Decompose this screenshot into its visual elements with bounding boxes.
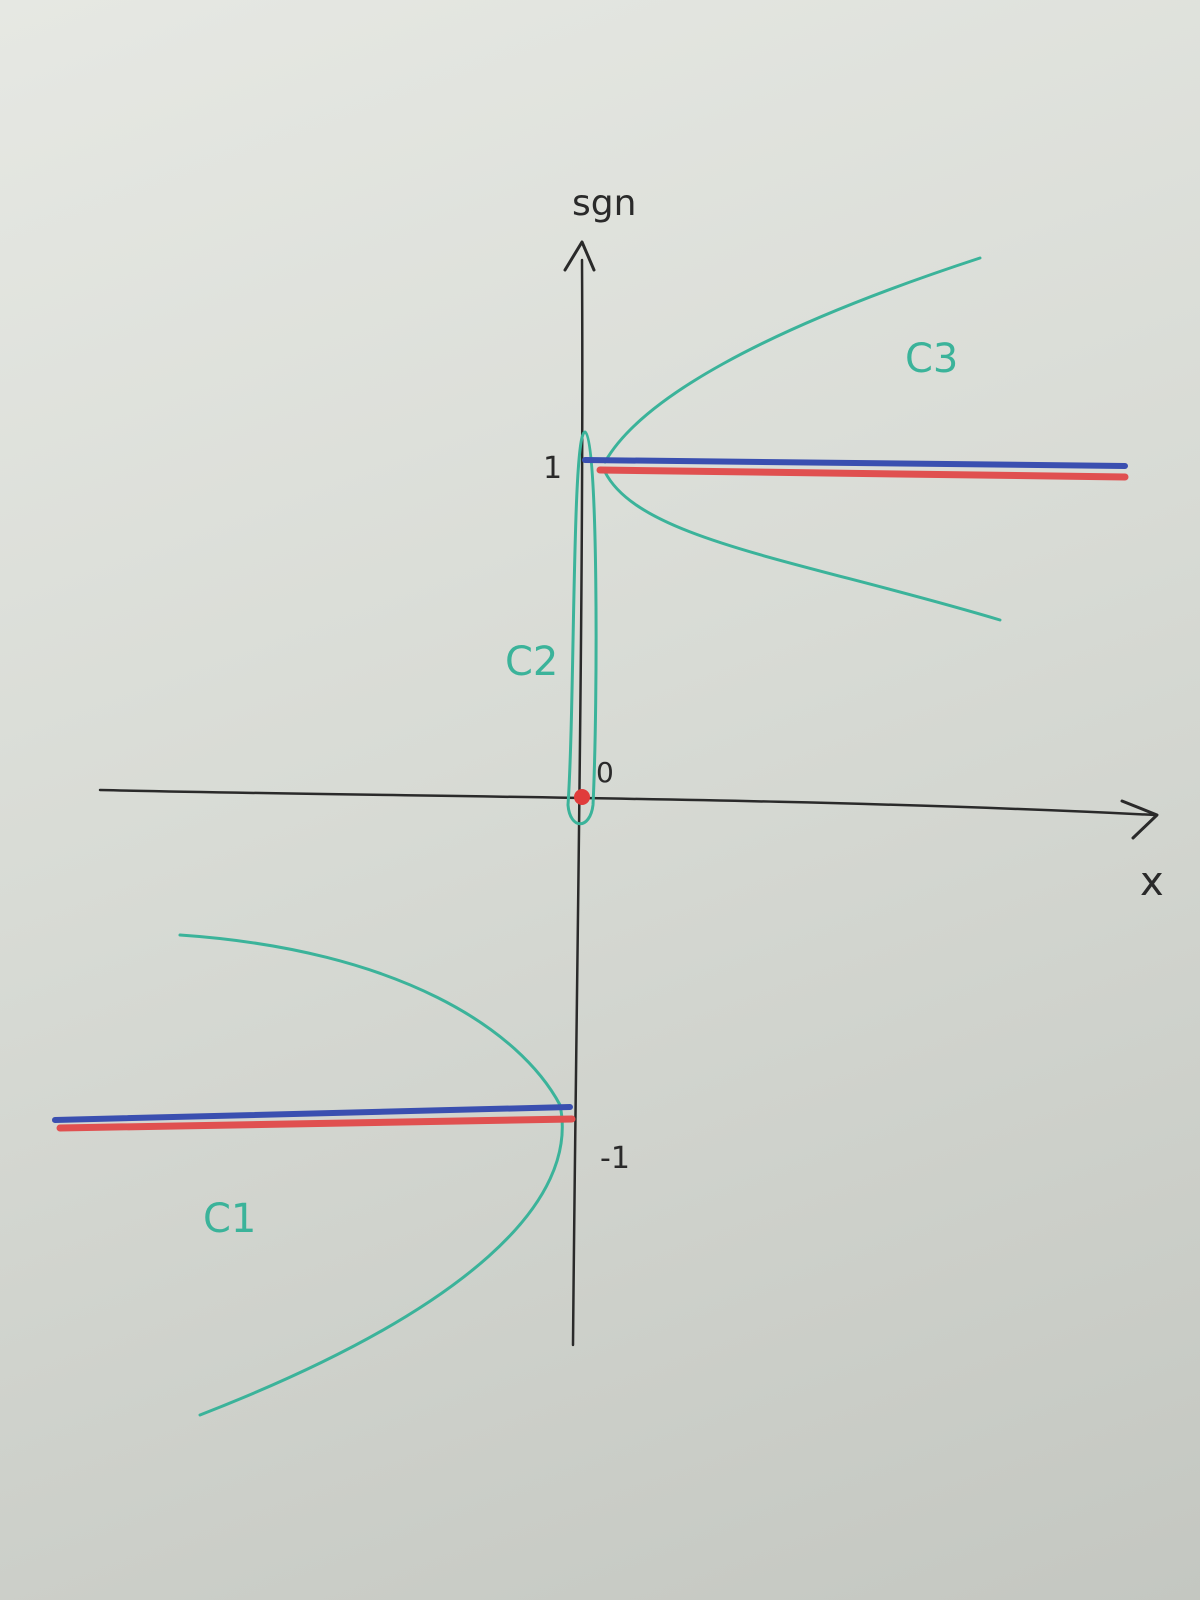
tick-label-pos-one: 1: [543, 451, 562, 486]
lower-blue-ray: [52, 1104, 573, 1123]
x-axis-label: x: [1140, 859, 1164, 905]
lower-red-ray: [56, 1115, 576, 1132]
c3-lower-branch: [603, 470, 1002, 622]
x-axis-arrowhead: [1120, 799, 1159, 840]
tick-label-neg-one: -1: [600, 1141, 630, 1176]
c3-upper-branch: [603, 256, 982, 464]
upper-red-ray: [596, 466, 1129, 481]
c2-label: C2: [505, 639, 558, 685]
origin-label: 0: [596, 756, 614, 789]
y-axis-label: sgn: [572, 183, 636, 224]
origin-point: [574, 789, 590, 805]
c3-label: C3: [905, 336, 958, 382]
c1-branch: [178, 933, 564, 1417]
x-axis: [98, 788, 1157, 817]
upper-blue-ray: [582, 457, 1128, 469]
c2-loop: [566, 430, 598, 826]
y-axis-arrowhead: [563, 240, 596, 272]
c1-label: C1: [203, 1196, 256, 1242]
